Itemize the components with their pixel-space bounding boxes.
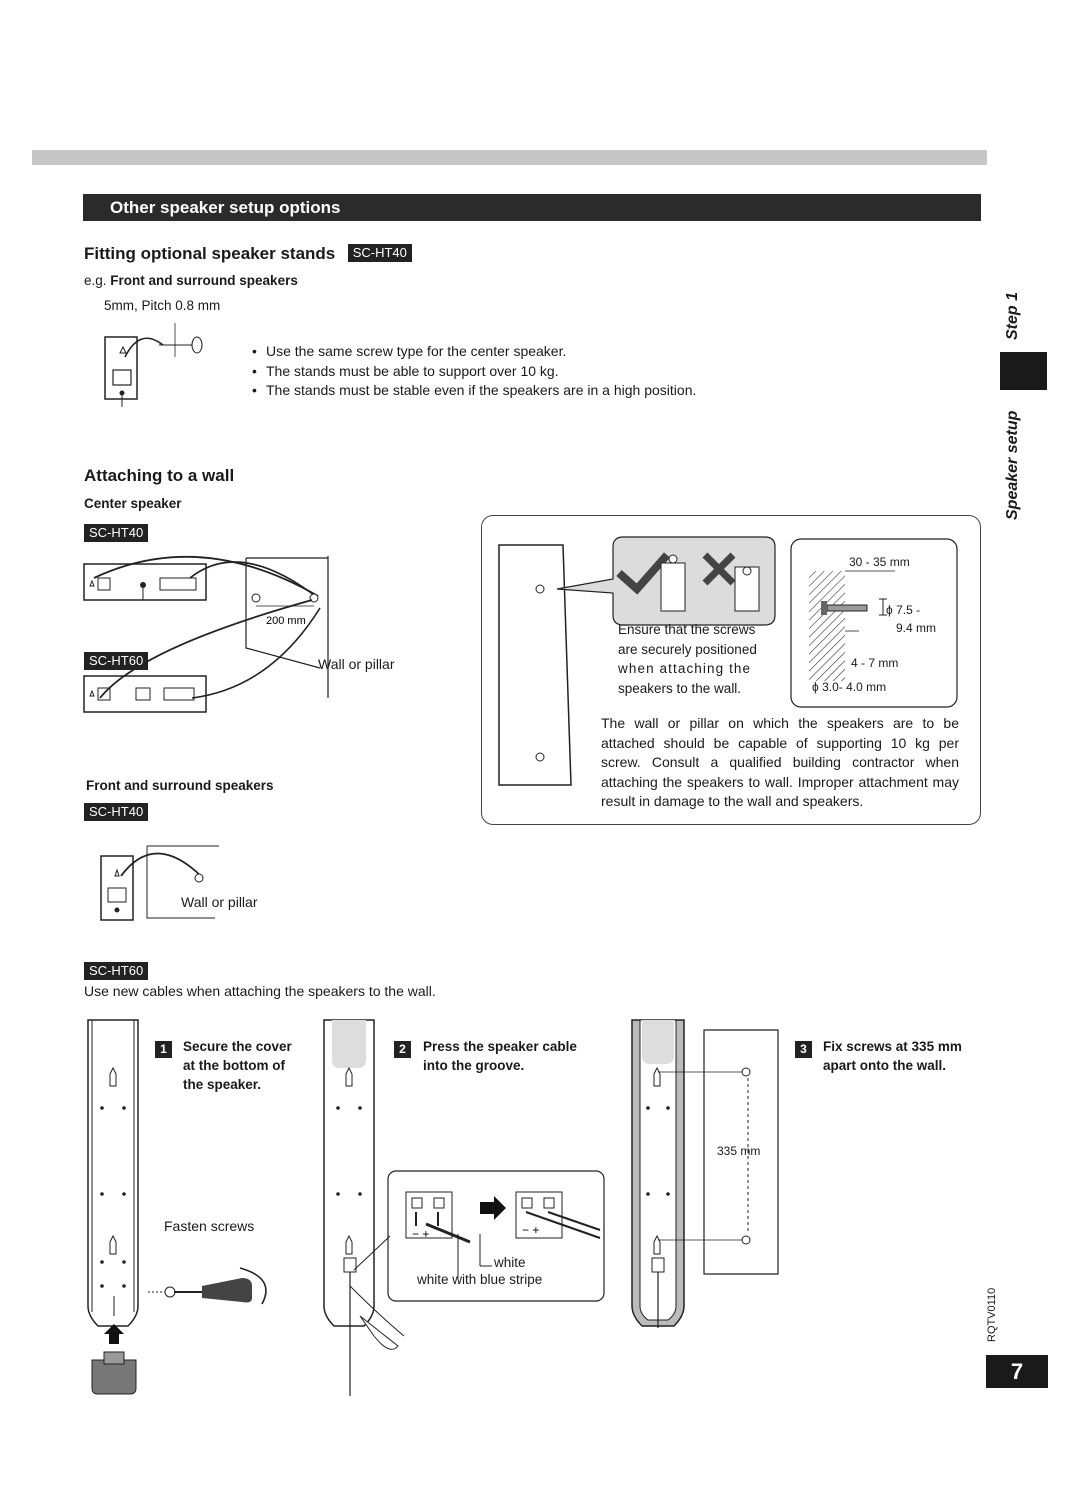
step-1-text: Secure the cover at the bottom of the sp… [183,1037,292,1094]
step-line: the speaker. [183,1077,262,1092]
model-badge-ht60: SC-HT60 [84,962,149,980]
bullet-item: The stands must be able to support over … [252,362,812,382]
front-surround-label: Front and surround speakers [86,778,274,793]
wall-warning: The wall or pillar on which the speakers… [601,715,959,809]
ensure-note: Ensure that the screws are securely posi… [618,620,757,698]
wall-or-pillar-label: Wall or pillar [181,894,258,910]
step-line: Secure the cover [183,1039,292,1054]
step3-illustration [631,1019,779,1328]
wall-mount-diagram [498,536,958,786]
step-3-text: Fix screws at 335 mm apart onto the wall… [823,1037,962,1075]
svg-text:− +: − + [412,1227,429,1241]
front-speaker-illustration [100,845,219,921]
dim-30-35: 30 - 35 mm [849,555,910,569]
ensure-line: Ensure that the screws [618,622,756,637]
center-speaker-illustration: 200 mm [83,555,329,713]
cable-note: Use new cables when attaching the speake… [84,983,436,999]
sidebar-title: Speaker setup [1004,410,1021,520]
dim-200mm: 200 mm [266,615,306,627]
page-number: 7 [986,1355,1048,1388]
stands-heading: Fitting optional speaker stands [84,244,336,263]
stands-bullets: Use the same screw type for the center s… [252,342,812,401]
diameter-7-5: ϕ 7.5 - [886,603,921,617]
fasten-screws-label: Fasten screws [164,1218,255,1234]
svg-text:− +: − + [522,1223,539,1237]
screw-label: 5mm, Pitch 0.8 mm [104,298,221,313]
document-code: RQTV0110 [986,1287,998,1342]
dim-4-7: 4 - 7 mm [851,656,899,670]
dim-335mm: 335 mm [717,1144,761,1158]
stand-speaker-illustration [104,323,203,407]
example-text: Front and surround speakers [110,273,298,288]
step-line: Press the speaker cable [423,1039,577,1054]
step-number: 1 [155,1041,172,1058]
white-blue-wire-label: white with blue stripe [417,1272,543,1287]
step2-illustration: − + − + [323,1019,605,1396]
wall-mount-callout [481,515,981,825]
model-badge: SC-HT40 [347,244,412,262]
stands-heading-row: Fitting optional speaker stands SC-HT40 [84,244,412,264]
wall-or-pillar-label: Wall or pillar [318,656,395,672]
bullet-item: The stands must be stable even if the sp… [252,381,812,401]
dim-3-4: 3.0- 4.0 mm [822,680,887,694]
step-number: 3 [795,1041,812,1058]
step-number: 2 [394,1041,411,1058]
wall-heading: Attaching to a wall [84,466,235,485]
model-badge-ht40: SC-HT40 [84,524,149,542]
step-line: at the bottom of [183,1058,285,1073]
center-speaker-label: Center speaker [84,496,182,511]
model-badge-ht40: SC-HT40 [84,803,149,821]
step-line: Fix screws at 335 mm [823,1039,962,1054]
example-prefix: e.g. [84,273,107,288]
diameter-3-4: ϕ 3.0- 4.0 mm [812,680,887,694]
white-wire-label: white [494,1255,526,1270]
model-badge-ht60: SC-HT60 [84,652,149,670]
header-bar [32,150,987,165]
dim-7-5: 7.5 - [896,603,921,617]
section-title: Other speaker setup options [83,194,981,221]
sidebar-step: Step 1 [1004,291,1021,340]
ensure-line: speakers to the wall. [618,680,742,696]
step1-illustration [87,1019,267,1395]
sidebar-tab [1000,352,1047,390]
dim-9-4: 9.4 mm [896,621,937,635]
ensure-line: are securely positioned [618,641,757,657]
step-2-text: Press the speaker cable into the groove. [423,1037,577,1075]
step-line: apart onto the wall. [823,1058,947,1073]
bullet-item: Use the same screw type for the center s… [252,342,812,362]
step-line: into the groove. [423,1058,525,1073]
ensure-line: when attaching the [618,661,752,676]
stands-example: e.g. Front and surround speakers [84,273,298,288]
